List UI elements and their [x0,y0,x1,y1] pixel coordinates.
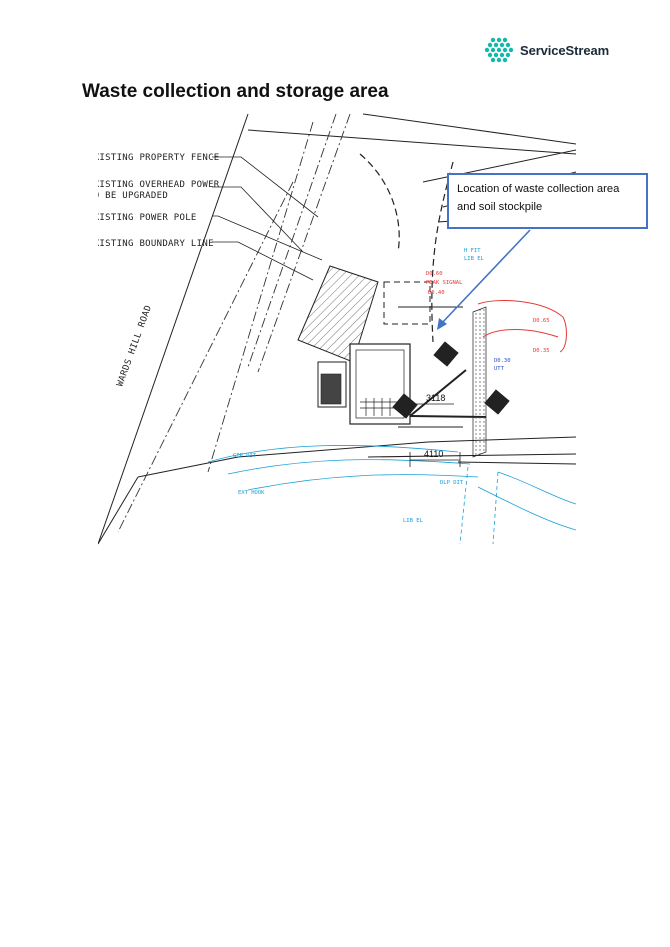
label-power-pole: EXISTING POWER POLE [98,213,197,223]
cyan-note: H FIT [464,248,481,254]
label-overhead-power: EXISTING OVERHEAD POWER [98,180,220,190]
page-heading: Waste collection and storage area [82,81,389,102]
red-note: D0.60 [426,271,443,277]
brand-name: ServiceStream [520,42,610,58]
label-overhead-power-upgrade: TO BE UPGRADED [98,191,168,201]
callout-box: Location of waste collection area and so… [447,173,648,229]
red-note: D0.40 [428,290,445,296]
cyan-note: DLP DIT [440,480,464,486]
blue-note: D0.30 [494,358,511,364]
dimension-3118: 3118 [426,393,445,403]
label-road-name: WARDS HILL ROAD [115,304,154,388]
cyan-note: GIP DIT [233,453,257,459]
cyan-note: LIB EL [464,256,485,262]
cyan-note: EXT HOOK [238,490,265,496]
servicestream-logo-icon [484,37,514,63]
label-boundary-line: EXISTING BOUNDARY LINE [98,239,214,249]
cyan-note: LIB EL [403,518,424,524]
red-note: D0.65 [533,318,550,324]
brand-logo: ServiceStream [484,37,609,63]
red-note: D0.35 [533,348,550,354]
label-property-fence: EXISTING PROPERTY FENCE [98,153,220,163]
blue-note: UTT [494,366,505,372]
dimension-4110: 4110 [424,449,443,459]
red-note: PEAK SIGNAL [426,280,463,286]
